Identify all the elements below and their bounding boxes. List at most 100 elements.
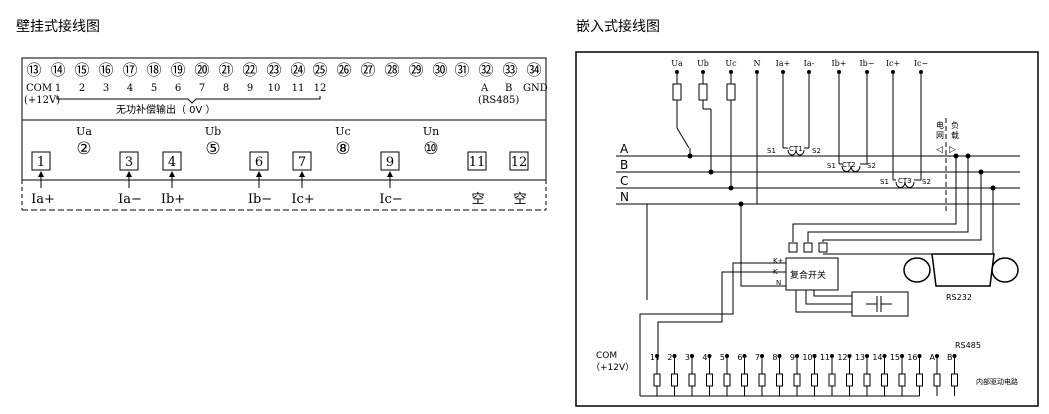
output-number: 12: [837, 353, 847, 362]
top-terminal-label: Ua: [671, 59, 683, 68]
capacitor-icon: [866, 296, 892, 312]
output-number: 7: [755, 353, 760, 362]
terminal-number: ㉝: [502, 61, 517, 79]
current-terminal-box: [31, 151, 51, 171]
output-number: 16: [907, 353, 917, 362]
up-arrow-icon: [299, 171, 305, 177]
output-resistor: [898, 373, 906, 387]
current-label: Ic+: [291, 192, 314, 207]
terminal-number: ⑯: [98, 61, 113, 79]
embedded-frame: [575, 51, 1039, 407]
current-terminal-box: [509, 151, 529, 171]
output-number: 8: [772, 353, 777, 362]
terminal-number: ㉓: [266, 61, 281, 79]
current-terminal-box: [467, 151, 487, 171]
embedded-rs485-label: RS485: [955, 341, 981, 350]
terminal-number: ㉘: [384, 61, 399, 79]
ct1-s2: S2: [812, 147, 821, 155]
top-terminal-label: N: [754, 59, 761, 68]
channel-number: 6: [175, 83, 181, 94]
current-label: Ib−: [248, 192, 272, 207]
current-terminal-box: [162, 151, 182, 171]
output-resistor: [793, 373, 801, 387]
output-number: 11: [820, 353, 830, 362]
gnd-label: GND: [523, 83, 548, 94]
top-terminal-label: Ib−: [860, 59, 875, 68]
voltage-label: Ua: [76, 125, 92, 138]
terminal-number: ㉕: [312, 61, 327, 79]
terminal-number: ⑲: [170, 61, 185, 79]
current-terminal-box: [292, 151, 312, 171]
current-label: 空: [471, 192, 484, 207]
output-resistor: [863, 373, 871, 387]
wall-mount-title: 壁挂式接线图: [16, 19, 100, 35]
output-number: 14: [872, 353, 882, 362]
voltage-terminal: ⑤: [205, 139, 220, 159]
vertical-char: 载: [951, 130, 959, 140]
driver-circuit-label: 内部驱动电路: [976, 377, 1018, 386]
load-arrow-icon: ▷: [949, 145, 956, 155]
output-resistor: [653, 373, 661, 387]
current-terminal-box: [119, 151, 139, 171]
fuse-ub: [698, 83, 708, 101]
fuse-ua: [672, 83, 682, 101]
k-plus-label: K+: [773, 257, 784, 265]
ct3-label: CT3: [898, 177, 912, 185]
top-terminal-label: Ic−: [914, 59, 928, 68]
output-number: A: [930, 353, 936, 362]
grid-label: 电网: [936, 120, 944, 140]
bus-label: A: [620, 142, 629, 156]
output-resistor: [846, 373, 853, 387]
composite-switch-label: 复合开关: [790, 269, 826, 281]
ct-wires: [782, 72, 922, 189]
current-label: 空: [513, 192, 526, 207]
current-label: Ib+: [161, 192, 185, 207]
channel-number: 12: [314, 83, 327, 94]
output-resistor: [828, 373, 836, 387]
bus-label: N: [620, 190, 629, 204]
channel-number: 9: [247, 83, 253, 94]
current-terminal-number: 7: [298, 155, 306, 170]
current-terminal-box: [249, 151, 269, 171]
rs485-label: (RS485): [478, 95, 519, 106]
ct2-s1: S1: [827, 162, 836, 170]
output-bracket: [56, 96, 321, 104]
terminal-number: ⑮: [74, 61, 89, 79]
terminal-number: ⑬: [26, 61, 41, 79]
switch-feed-wires: [646, 156, 994, 300]
current-terminal-number: 1: [37, 155, 45, 170]
output-number: 9: [790, 353, 795, 362]
junction-dots: [675, 70, 996, 207]
channel-number: 2: [79, 83, 85, 94]
fuses: [672, 83, 736, 101]
embedded-com-label: COM: [596, 351, 617, 361]
terminal-number: ⑳: [194, 61, 209, 79]
current-terminal-number: 3: [125, 155, 133, 170]
current-terminal-number: 9: [386, 155, 394, 170]
terminal-number: ⑰: [122, 61, 137, 79]
load-label: 负载: [951, 120, 959, 140]
current-terminal-box: [380, 151, 400, 171]
voltage-wires: [676, 72, 758, 204]
switch-control-wires: [639, 262, 852, 368]
voltage-terminal: ⑩: [423, 139, 438, 159]
top-terminal-label: Ia+: [776, 59, 791, 68]
terminal-number: ㉗: [360, 61, 375, 79]
output-number: 10: [802, 353, 812, 362]
output-resistor: [951, 373, 958, 387]
com-voltage-label: (+12V): [24, 95, 60, 106]
current-label: Ic−: [379, 192, 402, 207]
output-resistor: [881, 373, 888, 387]
terminal-number: ⑱: [146, 61, 161, 79]
current-terminal-number: 4: [168, 155, 176, 170]
channel-number: 11: [292, 83, 305, 94]
ct3-s1: S1: [880, 178, 889, 186]
output-number: 3: [685, 353, 690, 362]
ct3-s2: S2: [922, 178, 931, 186]
terminal-number: ㉑: [218, 61, 233, 79]
